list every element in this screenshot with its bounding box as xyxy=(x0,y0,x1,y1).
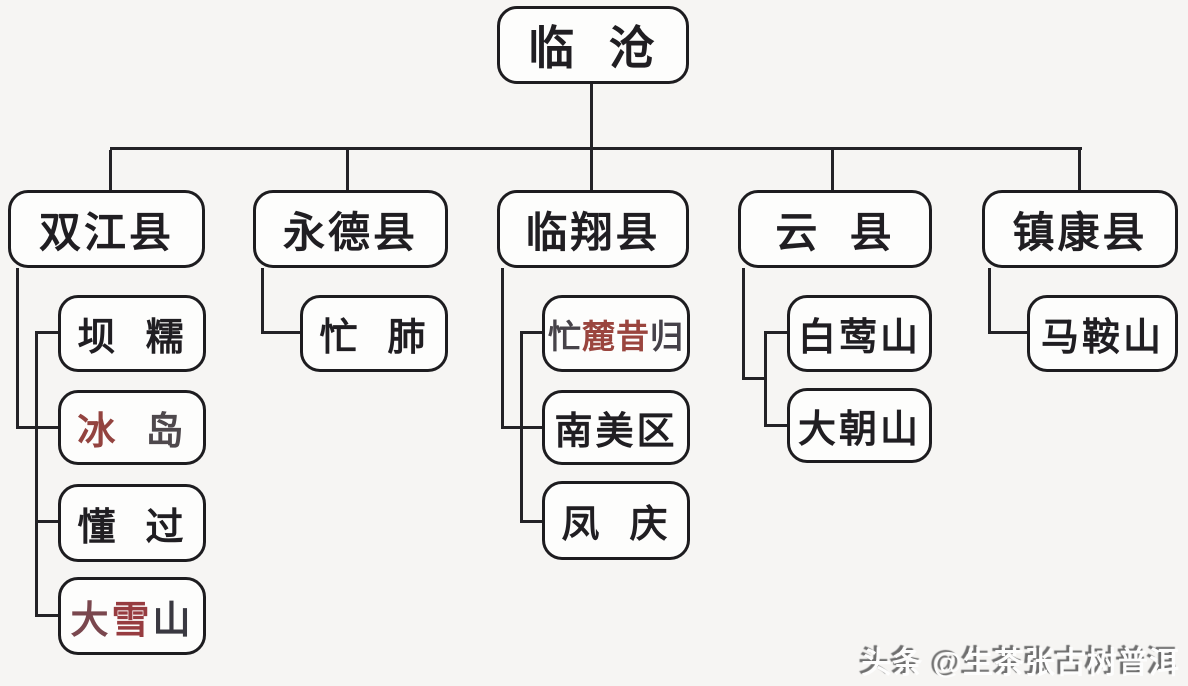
node-bingdao-part-1: 冰 xyxy=(77,411,146,453)
node-dachaoshan: 大朝山 xyxy=(787,388,932,463)
connector-shuangjiang-elbow-v xyxy=(16,268,19,429)
node-bingdao-part-2: 岛 xyxy=(145,411,187,453)
node-yongde-county: 永德县 xyxy=(253,190,448,268)
node-zhenkang-county: 镇康县 xyxy=(982,190,1178,268)
connector-linxiang-bus-v xyxy=(520,331,523,523)
connector-stub-maanshan xyxy=(988,331,1027,334)
connector-stub-mangluxigui xyxy=(520,331,542,334)
node-manglu-xigui-part-1: 忙 xyxy=(548,317,582,355)
connector-yun-elbow-h xyxy=(742,377,767,380)
connector-drop-yongde xyxy=(346,150,349,190)
node-manglu-xigui-part-2: 麓昔 xyxy=(582,317,650,355)
connector-yongde-elbow-v xyxy=(261,268,264,334)
connector-stub-mangfei xyxy=(261,331,300,334)
connector-drop-linxiang xyxy=(590,150,593,190)
connector-stub-fengqing xyxy=(520,520,542,523)
node-dongguo: 懂 过 xyxy=(58,484,206,562)
connector-zhenkang-elbow-v xyxy=(988,268,991,334)
connector-drop-yun xyxy=(831,150,834,190)
node-lincang: 临 沧 xyxy=(497,6,689,84)
node-manglu-xigui-part-3: 归 xyxy=(650,317,684,355)
connector-yun-elbow-v xyxy=(742,268,745,380)
node-manglu-xigui: 忙麓昔归 xyxy=(542,295,690,372)
connector-drop-shuangjiang xyxy=(109,150,112,190)
node-shuangjiang-county: 双江县 xyxy=(8,190,205,268)
connector-top-bus xyxy=(110,147,1082,150)
connector-yun-bus-v xyxy=(764,331,767,427)
connector-stub-banuo xyxy=(35,331,58,334)
connector-shuangjiang-bus-v xyxy=(35,331,38,617)
node-banuo: 坝 糯 xyxy=(58,295,206,372)
node-bingdao: 冰 岛 xyxy=(58,390,206,465)
watermark-text: 头条 @生茶张古树普洱 xyxy=(861,647,1180,680)
node-daxueshan: 大雪山 xyxy=(58,577,206,655)
node-daxueshan-part-2: 雪 xyxy=(111,599,153,642)
node-fengqing: 凤 庆 xyxy=(542,481,690,560)
connector-drop-zhenkang xyxy=(1078,150,1081,190)
node-daxueshan-part-3: 山 xyxy=(152,599,194,642)
connector-linxiang-elbow-v xyxy=(501,268,504,429)
node-nanmeiqu: 南美区 xyxy=(542,390,690,465)
node-mangfei: 忙 肺 xyxy=(300,295,448,372)
node-daxueshan-part-1: 大 xyxy=(70,599,112,642)
node-yun-county: 云 县 xyxy=(738,190,932,268)
connector-stub-dongguo xyxy=(35,520,58,523)
node-baiyingshan: 白莺山 xyxy=(787,295,932,372)
connector-stub-dachaoshan xyxy=(764,424,787,427)
node-linxiang-county: 临翔县 xyxy=(497,190,689,268)
connector-stub-daxueshan xyxy=(35,614,58,617)
connector-root-stem xyxy=(590,84,593,148)
connector-stub-baiyingshan xyxy=(764,331,787,334)
node-maanshan: 马鞍山 xyxy=(1027,295,1178,372)
